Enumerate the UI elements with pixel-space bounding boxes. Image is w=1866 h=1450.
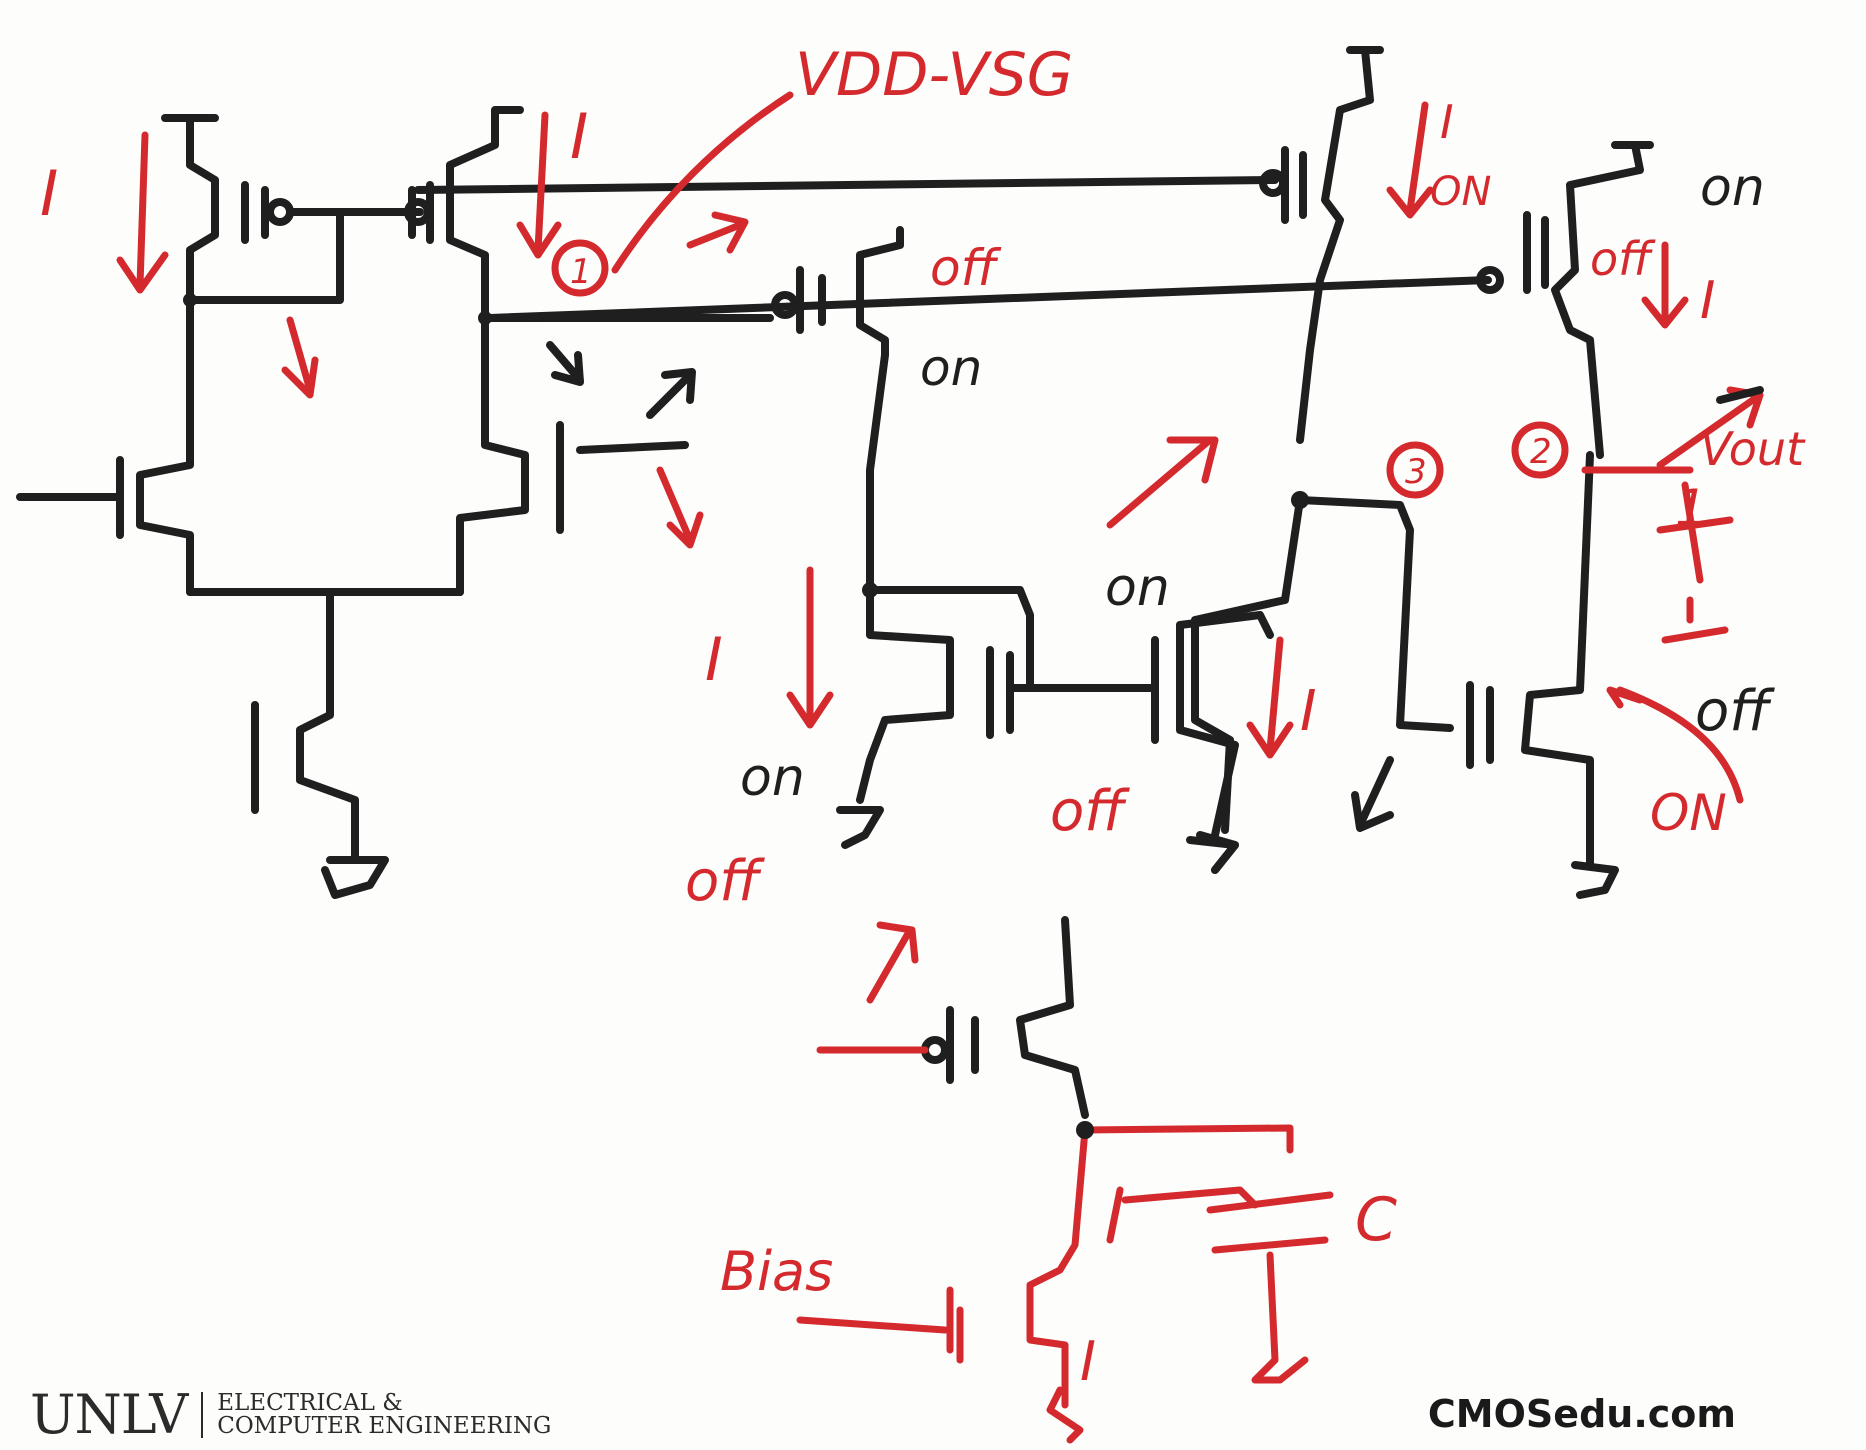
label-on-mid: on: [920, 339, 982, 397]
node3-circle: [1386, 441, 1444, 499]
label-i-top: I: [570, 100, 588, 173]
label-i-mid-right: I: [1300, 679, 1317, 744]
label-node2: 2: [1530, 432, 1552, 472]
unlv-wordmark: UNLV: [30, 1383, 188, 1446]
label-i-mid-left: I: [705, 625, 723, 695]
label-i-bias: I: [1080, 1330, 1096, 1393]
label-node3: 3: [1405, 452, 1427, 492]
label-vdd-vsg: VDD-VSG: [795, 40, 1073, 110]
annotations: I I VDD-VSG 1 off on I ON on off I 2 3 V…: [40, 40, 1806, 1393]
label-i-on-on: ON: [1430, 169, 1491, 215]
unlv-logo: UNLV ELECTRICAL & COMPUTER ENGINEERING: [30, 1388, 551, 1442]
label-off-right-top: off: [1590, 232, 1656, 286]
dept-line2: COMPUTER ENGINEERING: [217, 1413, 552, 1439]
label-on-right-top: on: [1700, 158, 1765, 218]
label-off-bottom-mid: off: [1050, 779, 1130, 844]
label-c: C: [1355, 1185, 1397, 1255]
label-node1: 1: [570, 252, 592, 292]
bias-circuit: [796, 916, 1334, 1444]
dept-line1: ELECTRICAL &: [217, 1390, 403, 1416]
current-arrows: [116, 101, 1764, 1004]
label-cap: 1: [1675, 479, 1707, 537]
department-name: ELECTRICAL & COMPUTER ENGINEERING: [217, 1392, 551, 1438]
label-on-mid-right: on: [1105, 558, 1170, 618]
node1-circle: [551, 239, 609, 297]
output-cap: [1581, 466, 1734, 644]
label-off-top: off: [930, 239, 1002, 297]
label-i-left: I: [40, 157, 58, 230]
vdd-vsg-pointer: [611, 91, 794, 274]
label-bias: Bias: [720, 1240, 833, 1303]
label-on-mid-left: on: [740, 748, 805, 808]
label-i-right: I: [1700, 271, 1715, 331]
label-vout: Vout: [1700, 422, 1806, 476]
black-arrows: [546, 341, 1764, 832]
node2-circle: [1511, 421, 1569, 479]
label-i-on-i: I: [1440, 95, 1454, 149]
logo-divider: [201, 1392, 204, 1438]
site-credit: CMOSedu.com: [1427, 1392, 1736, 1436]
label-off-bottom-left: off: [685, 849, 765, 914]
circuit-wiring: [16, 46, 1654, 899]
label-on-right-bottom: ON: [1650, 784, 1727, 842]
label-off-right-bottom: off: [1695, 679, 1775, 744]
